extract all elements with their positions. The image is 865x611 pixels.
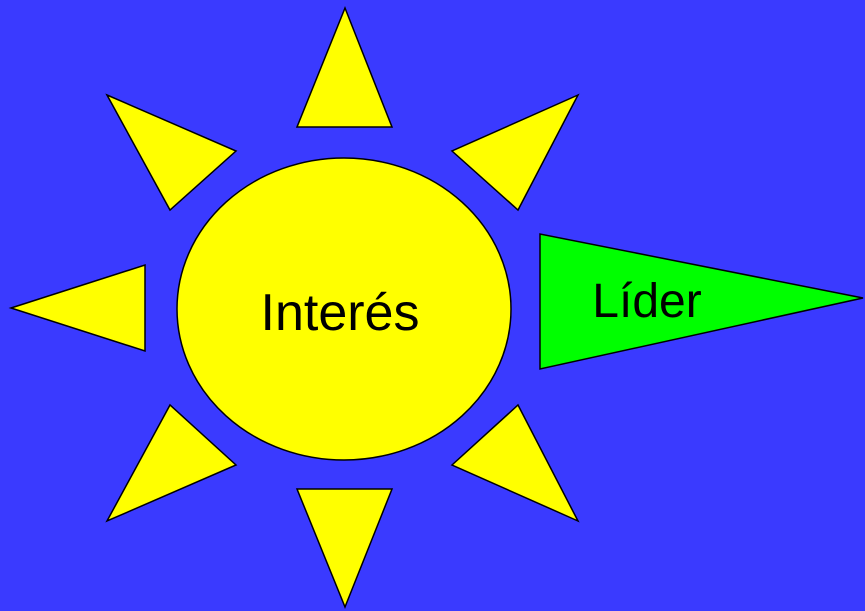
ray-left [11, 265, 145, 351]
ray-top-right [452, 95, 578, 210]
ray-bottom-right [452, 405, 578, 521]
ray-top [297, 8, 392, 127]
ray-bottom [297, 489, 392, 607]
ray-top-left [107, 95, 236, 210]
pointer-label: Líder [592, 275, 701, 328]
ray-bottom-left [107, 405, 236, 521]
center-label: Interés [261, 284, 420, 342]
